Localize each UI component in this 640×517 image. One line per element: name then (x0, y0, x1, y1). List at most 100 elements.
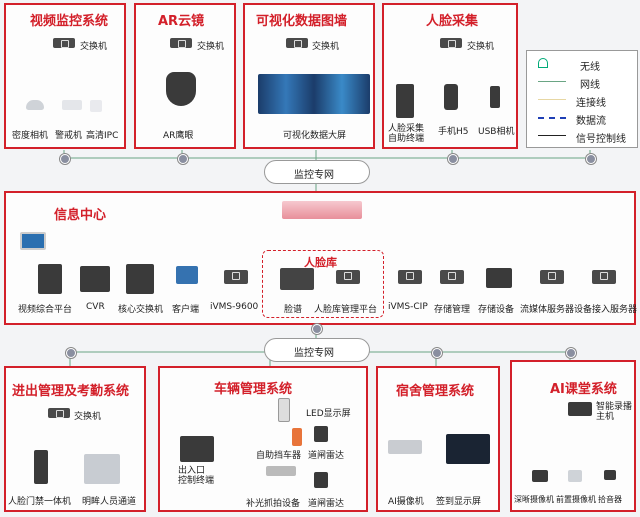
device-label: 存储管理 (434, 305, 471, 315)
control-terminal-icon (180, 436, 214, 462)
camera-label-1: 密度相机 (12, 131, 49, 141)
device-label: CVR (86, 302, 105, 312)
face-spectrum-icon (280, 268, 314, 290)
legend-line-network (538, 81, 566, 82)
device-label: 核心交换机 (118, 305, 164, 315)
legend-label-connection: 连接线 (576, 98, 606, 109)
legend-label-dataflow: 数据流 (576, 116, 606, 127)
vehicle-device-label-6: 道闸雷达 (308, 499, 345, 509)
ivms-9600-icon (224, 270, 248, 284)
ar-eagle-eye-icon (166, 72, 196, 106)
data-screen-icon (258, 74, 370, 114)
recording-host-icon (568, 402, 592, 416)
video-surveillance-title: 视频监控系统 (30, 14, 109, 29)
legend-label-network: 网线 (580, 80, 600, 91)
face-capture-section (382, 3, 518, 149)
monitoring-network-cloud (264, 160, 370, 184)
capture-camera-icon (266, 466, 296, 476)
radar-icon (314, 426, 328, 442)
network-node-icon (566, 348, 576, 358)
device-label: 人脸库管理平台 (314, 305, 378, 315)
switch-label: 交换机 (74, 412, 102, 422)
network-label: 监控专网 (294, 348, 334, 359)
switch-label: 交换机 (467, 42, 495, 52)
switch-icon (170, 38, 192, 48)
vehicle-device-label-4: 出入口 控制终端 (178, 466, 215, 486)
client-pc-icon (176, 266, 198, 284)
storage-manage-icon (440, 270, 464, 284)
device-label: 脸谱 (284, 305, 303, 315)
face-library-box (262, 250, 384, 318)
switch-label: 交换机 (80, 42, 108, 52)
microphone-icon (604, 470, 616, 480)
device-label: 存储设备 (478, 305, 515, 315)
camera-label-3: 高清IPC (86, 131, 119, 141)
ai-camera-icon (388, 440, 422, 454)
camera-label-2: 警戒机 (55, 131, 83, 141)
ai-classroom-title: AI课堂系统 (550, 382, 617, 397)
ai-device-label-1: 智能录播 主机 (596, 402, 633, 422)
wireless-icon (538, 58, 548, 68)
legend-line-connection (538, 99, 566, 100)
ai-device-label-4: 拾音器 (598, 495, 622, 504)
core-switch-icon (126, 264, 154, 294)
led-screen-icon (278, 398, 290, 422)
network-node-icon (448, 154, 458, 164)
camera-icon (568, 470, 582, 482)
switch-icon (53, 38, 75, 48)
ar-device-label: AR鹰眼 (163, 131, 194, 141)
info-center-title: 信息中心 (54, 208, 107, 223)
data-screen-label: 可视化数据大屏 (283, 131, 347, 141)
display-panel-icon (20, 232, 46, 250)
kiosk-icon (396, 84, 414, 118)
switch-label: 交换机 (312, 42, 340, 52)
ai-device-label-3: 前置摄像机 (556, 495, 596, 504)
video-platform-icon (38, 264, 62, 294)
barrier-gate-icon (292, 428, 302, 446)
camera-icon (532, 470, 548, 482)
vehicle-device-label-3: 道闸雷达 (308, 451, 345, 461)
signin-screen-icon (446, 434, 490, 464)
cvr-icon (80, 266, 110, 292)
access-server-icon (592, 270, 616, 284)
network-node-icon (60, 154, 70, 164)
monitoring-network-cloud (264, 338, 370, 362)
face-library-title: 人脸库 (304, 256, 337, 269)
switch-icon (440, 38, 462, 48)
visual-wall-title: 可视化数据图墙 (256, 14, 348, 29)
storage-device-icon (486, 268, 512, 288)
face-capture-title: 人脸采集 (426, 14, 479, 29)
vehicle-title: 车辆管理系统 (214, 382, 293, 397)
face-device-label-2: 手机H5 (438, 127, 469, 137)
device-label: iVMS-9600 (210, 302, 259, 312)
vehicle-device-label-2: 自助挡车器 (256, 451, 302, 461)
device-label: 视频综合平台 (18, 305, 73, 315)
dorm-device-label-2: 签到显示屏 (436, 497, 482, 507)
stream-server-icon (540, 270, 564, 284)
face-access-terminal-icon (34, 450, 48, 484)
ivms-cip-icon (398, 270, 422, 284)
radar-icon (314, 472, 328, 488)
face-device-label-1: 人脸采集 自助终端 (388, 124, 425, 144)
ar-title: AR云镜 (158, 14, 205, 29)
legend-label-signal: 信号控制线 (576, 134, 626, 145)
usb-camera-icon (490, 86, 500, 108)
network-node-icon (312, 324, 322, 334)
video-surveillance-section (4, 3, 126, 149)
switch-icon (286, 38, 308, 48)
device-label: 客户端 (172, 305, 200, 315)
network-label: 监控专网 (294, 170, 334, 181)
top-server-icon (282, 201, 362, 219)
dome-camera-icon (26, 100, 44, 110)
vehicle-device-label-1: LED显示屏 (306, 409, 351, 419)
device-label: iVMS-CIP (388, 302, 428, 312)
access-attendance-title: 进出管理及考勤系统 (12, 384, 130, 399)
vehicle-device-label-5: 补光抓拍设备 (246, 499, 301, 509)
ai-classroom-section (510, 360, 636, 512)
legend-line-signal (538, 135, 566, 136)
access-device-label-1: 人脸门禁一体机 (8, 497, 72, 507)
bullet-camera-icon (62, 100, 82, 110)
ai-device-label-2: 深晰摄像机 (514, 495, 554, 504)
device-label: 设备接入服务器 (574, 305, 638, 315)
switch-label: 交换机 (197, 42, 225, 52)
